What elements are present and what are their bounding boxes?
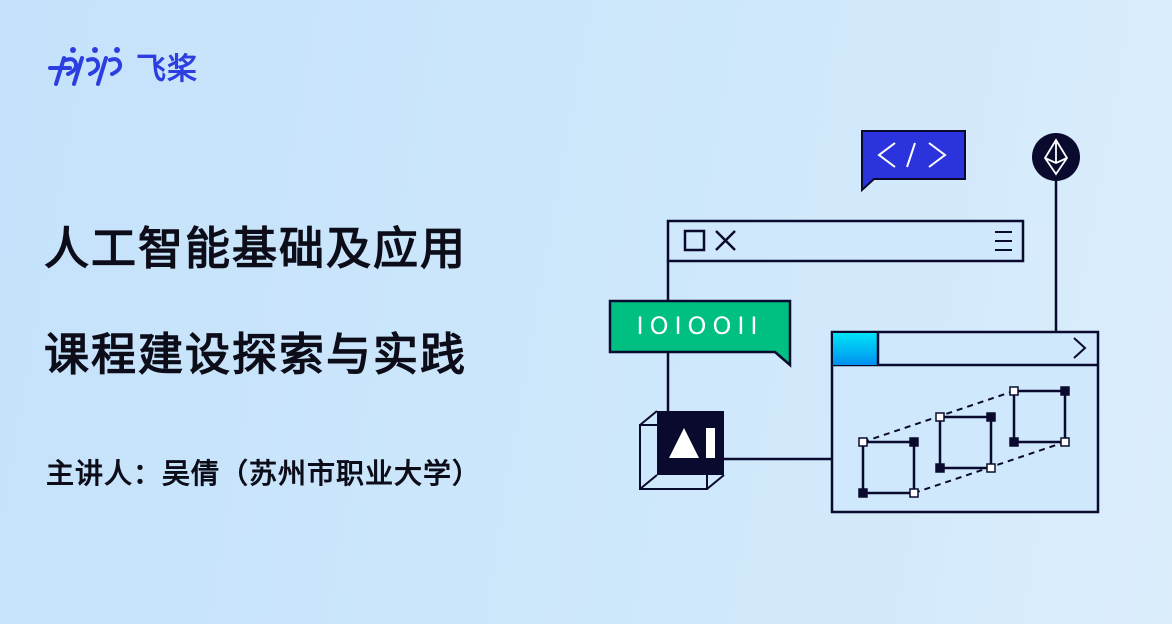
speaker-info: 主讲人：吴倩（苏州市职业大学） xyxy=(46,457,482,490)
ai-label: AI xyxy=(0,0,16,4)
top-window-bar xyxy=(666,219,1025,263)
binary-text: IOIOOII xyxy=(637,312,764,340)
code-brackets-icon xyxy=(877,142,947,168)
title-line-2: 课程建设探索与实践 xyxy=(44,328,468,381)
paddlepaddle-logo: 飞桨 xyxy=(48,44,198,88)
code-bubble xyxy=(861,130,966,193)
title-line-1: 人工智能基础及应用 xyxy=(44,222,468,275)
close-icon xyxy=(715,230,736,251)
frame-square xyxy=(938,415,993,470)
menu-icon xyxy=(995,231,1012,251)
chevron-right-icon xyxy=(1073,337,1087,359)
frame-square xyxy=(1012,389,1067,444)
binary-bubble xyxy=(608,299,792,368)
logo-brand-text: 飞桨 xyxy=(136,52,198,87)
maximize-icon xyxy=(683,229,706,252)
progress-accent xyxy=(833,333,878,365)
paddle-logo-icon xyxy=(48,47,123,86)
frame-square xyxy=(861,440,916,495)
